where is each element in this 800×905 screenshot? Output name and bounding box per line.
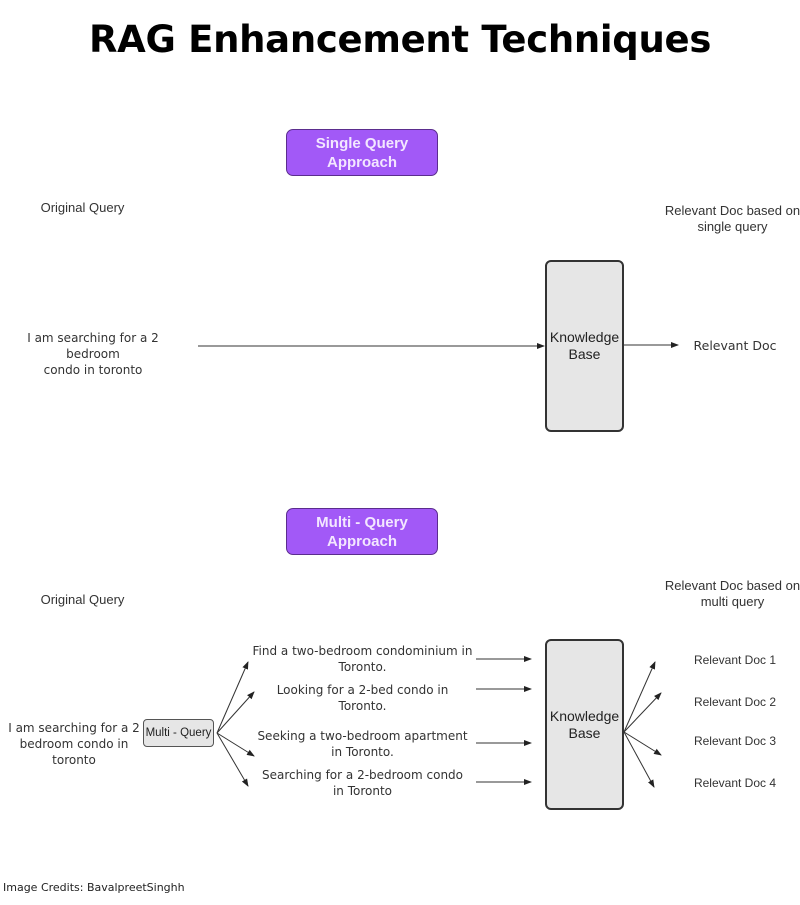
- generated-query-2-line-2: Toronto.: [338, 699, 387, 713]
- generated-query-2: Looking for a 2-bed condo in Toronto.: [250, 682, 475, 714]
- single-query-text: I am searching for a 2 bedroom condo in …: [0, 330, 186, 378]
- arrow-mq-to-query-2: [216, 691, 255, 734]
- generated-query-3-line-2: in Toronto.: [331, 745, 394, 759]
- page-title: RAG Enhancement Techniques: [88, 18, 712, 61]
- arrow-mq-to-query-1: [216, 661, 249, 734]
- generated-query-4: Searching for a 2-bedroom condo in Toron…: [250, 767, 475, 799]
- multi-knowledge-base: Knowledge Base: [545, 639, 624, 810]
- multi-original-query-label: Original Query: [40, 592, 125, 607]
- single-query-heading: Single Query Approach: [286, 129, 438, 176]
- generated-query-1-line-2: Toronto.: [338, 660, 387, 674]
- single-kb-line-1: Knowledge: [549, 329, 620, 345]
- generated-query-4-line-1: Searching for a 2-bedroom condo: [261, 768, 464, 782]
- single-heading-line-2: Approach: [326, 153, 397, 171]
- single-original-query-label: Original Query: [40, 200, 125, 215]
- arrow-kb-to-doc-1: [623, 661, 656, 733]
- single-kb-line-2: Base: [568, 346, 601, 362]
- multi-query-heading: Multi - Query Approach: [286, 508, 438, 555]
- multi-kb-line-2: Base: [568, 724, 601, 741]
- multi-result-header-line-1: Relevant Doc based on: [664, 578, 800, 593]
- multi-query-line-2: bedroom condo in: [19, 737, 129, 751]
- single-query-line-2: condo in toronto: [43, 363, 143, 377]
- single-result: Relevant Doc: [693, 338, 777, 353]
- arrow-mq-to-query-4: [216, 732, 249, 787]
- multi-query-line-3: toronto: [52, 753, 96, 767]
- image-credits: Image Credits: BavalpreetSinghh: [3, 881, 185, 894]
- relevant-doc-4: Relevant Doc 4: [693, 776, 777, 790]
- generated-query-1: Find a two-bedroom condominium in Toront…: [250, 643, 475, 675]
- arrow-kb-to-doc-3: [623, 731, 662, 756]
- multi-heading-line-1: Multi - Query: [316, 513, 408, 531]
- generated-query-3-line-1: Seeking a two-bedroom apartment: [257, 729, 468, 743]
- single-heading-line-1: Single Query: [315, 134, 409, 152]
- multi-heading-line-2: Approach: [326, 532, 397, 550]
- generated-query-4-line-2: in Toronto: [332, 784, 393, 798]
- single-result-header: Relevant Doc based on single query: [660, 203, 800, 235]
- relevant-doc-2: Relevant Doc 2: [693, 695, 777, 709]
- arrow-kb-to-doc-4: [623, 731, 655, 788]
- multi-query-line-1: I am searching for a 2: [8, 721, 140, 735]
- multi-query-text: I am searching for a 2 bedroom condo in …: [8, 720, 140, 768]
- arrow-kb-to-doc-2: [623, 692, 662, 733]
- generated-query-3: Seeking a two-bedroom apartment in Toron…: [250, 728, 475, 760]
- multi-query-generator: Multi - Query: [143, 719, 214, 747]
- single-result-header-line-1: Relevant Doc based on: [664, 203, 800, 218]
- single-knowledge-base: Knowledge Base: [545, 260, 624, 432]
- single-result-header-line-2: single query: [697, 219, 768, 234]
- multi-result-header: Relevant Doc based on multi query: [660, 578, 800, 610]
- single-query-line-1: I am searching for a 2 bedroom: [27, 331, 159, 361]
- generated-query-2-line-1: Looking for a 2-bed condo in: [276, 683, 449, 697]
- arrow-mq-to-query-3: [216, 732, 255, 757]
- relevant-doc-1: Relevant Doc 1: [693, 653, 777, 667]
- generated-query-1-line-1: Find a two-bedroom condominium in: [252, 644, 473, 658]
- multi-result-header-line-2: multi query: [700, 594, 765, 609]
- relevant-doc-3: Relevant Doc 3: [693, 734, 777, 748]
- multi-kb-line-1: Knowledge: [549, 707, 620, 724]
